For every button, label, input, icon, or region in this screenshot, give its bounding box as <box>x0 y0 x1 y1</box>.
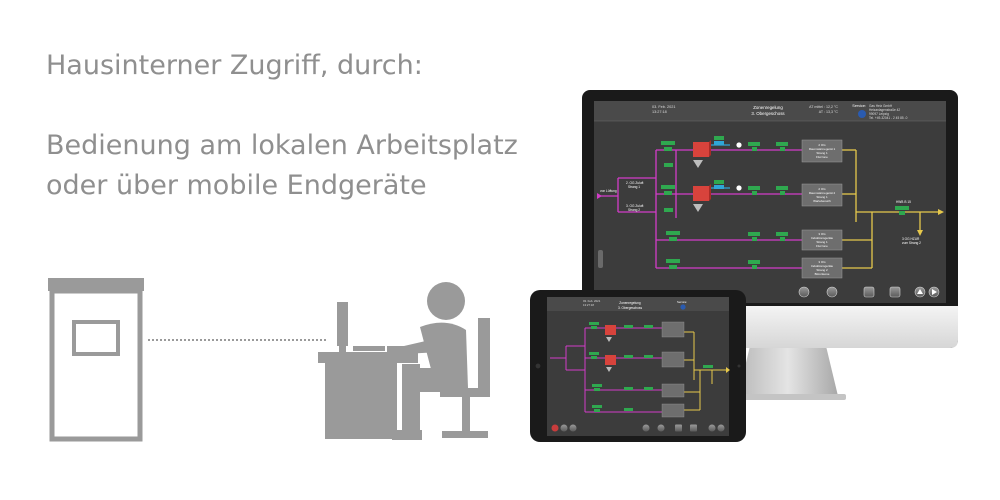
monitor-branch2-line1: 3. OG Zuluft <box>626 204 643 208</box>
company-logo-icon <box>858 110 866 118</box>
monitor-service-line2: Heizanlagenstraße 42 <box>869 108 900 112</box>
refresh-button[interactable] <box>798 286 810 298</box>
tablet-refresh-button[interactable] <box>642 424 650 432</box>
consumer-box-4[interactable]: 3 OG Induktionsgeräte Strang 2 Büroräume <box>801 257 843 279</box>
monitor-scada-screen: 03. Feb. 2021 13:27:18 Zonenregelung 3. … <box>594 101 946 303</box>
tablet-right-button[interactable] <box>717 424 725 432</box>
menu-button[interactable] <box>863 286 875 298</box>
tablet-stop-button[interactable] <box>657 424 665 432</box>
svg-text:3 OG: 3 OG <box>818 260 826 264</box>
monitor-outlet1: HWB B 15 <box>896 200 911 204</box>
tablet-bell-button[interactable] <box>560 424 568 432</box>
svg-text:Strang 1: Strang 1 <box>816 151 828 155</box>
svg-text:Flurzone: Flurzone <box>816 244 828 248</box>
outlet-arrow-icon <box>938 209 944 215</box>
svg-text:Induktionsgeräte: Induktionsgeräte <box>811 236 834 240</box>
monitor-inlet-label: von Lüftung <box>600 189 617 193</box>
monitor-outlet2-line2: zum Strang 2 <box>902 241 921 245</box>
control-cabinet-icon <box>48 278 144 442</box>
tablet-title: Zonenregelung <box>619 301 641 305</box>
monitor-service-label: Service: <box>852 104 866 108</box>
svg-text:Wartebereich: Wartebereich <box>813 199 831 203</box>
tablet-up-button[interactable] <box>708 424 716 432</box>
svg-text:3 OG: 3 OG <box>818 232 826 236</box>
tablet-scada-screen: 03. Feb. 2021 13:27:18 Zonenregelung 3. … <box>547 297 730 436</box>
monitor-service-line4: Tel. +49-32041 - 2 45 85 -0 <box>869 116 908 120</box>
svg-text:Flurzone: Flurzone <box>816 155 828 159</box>
monitor-service-line3: 99097 Leipzig <box>869 112 889 116</box>
svg-text:Strang 2: Strang 2 <box>816 268 828 272</box>
consumer-box-1[interactable]: 2 OG Raumwärmegerät 1 Strang 1 Flurzone <box>801 139 843 163</box>
monitor-outdoor-temp: AT : 13,3 °C <box>819 110 839 114</box>
monitor-outlet2-line1: 3 OG HZUR <box>902 237 920 241</box>
svg-text:Induktionsgeräte: Induktionsgeräte <box>811 264 834 268</box>
stop-button[interactable] <box>826 286 838 298</box>
tablet-alarm-button[interactable] <box>551 424 559 432</box>
monitor-title: Zonenregelung <box>753 105 783 110</box>
monitor-service-line1: Gas Heiz GmbH <box>869 104 893 108</box>
svg-text:Büroräume: Büroräume <box>815 272 830 276</box>
monitor-branch1-line1: 2. OG Zuluft <box>626 181 643 185</box>
person-at-desk-icon <box>318 282 490 440</box>
monitor-subtitle: 3. Obergeschoss <box>751 111 785 116</box>
outlet-arrow-2-icon <box>917 230 923 236</box>
info-2-icon[interactable] <box>736 185 742 191</box>
svg-text:Raumwärmegerät 2: Raumwärmegerät 2 <box>809 191 836 195</box>
monitor-branch1-line2: Strang 1 <box>628 185 640 189</box>
side-slider[interactable] <box>598 250 603 268</box>
monitor-date: 03. Feb. 2021 <box>652 105 675 109</box>
heading-local-workstation: Bedienung am lokalen Arbeitsplatz <box>46 130 518 161</box>
tablet-service-label: Service: <box>677 300 687 304</box>
monitor-branch2-line2: Strang 2 <box>628 208 640 212</box>
tablet-home-button[interactable] <box>569 424 577 432</box>
inlet-arrow-icon <box>597 193 602 199</box>
consumer-box-2[interactable]: 2 OG Raumwärmegerät 2 Strang 1 Wartebere… <box>801 183 843 207</box>
svg-text:2 OG: 2 OG <box>818 187 826 191</box>
svg-text:Strang 1: Strang 1 <box>816 240 828 244</box>
info-1-icon[interactable] <box>736 142 742 148</box>
heading-mobile-devices: oder über mobile Endgeräte <box>46 170 427 201</box>
page-button[interactable] <box>889 286 901 298</box>
tablet-time: 13:27:18 <box>583 303 594 307</box>
tablet-menu-button[interactable] <box>675 424 682 432</box>
monitor-time: 13:27:18 <box>652 110 667 114</box>
svg-text:Raumwärmegerät 1: Raumwärmegerät 1 <box>809 147 836 151</box>
heading-access-intro: Hausinterner Zugriff, durch: <box>46 50 423 81</box>
tablet-subtitle: 3. Obergeschoss <box>618 306 643 310</box>
tablet-logo-icon <box>680 304 686 310</box>
svg-text:Strang 1: Strang 1 <box>816 195 828 199</box>
monitor-outdoor-temp-avg: AT mittel : 12,2 °C <box>809 105 838 109</box>
valve-red-1-icon <box>693 140 711 168</box>
consumer-box-3[interactable]: 3 OG Induktionsgeräte Strang 1 Flurzone <box>801 229 843 251</box>
valve-red-2-icon <box>693 184 711 212</box>
svg-text:2 OG: 2 OG <box>818 143 826 147</box>
tablet-page-button[interactable] <box>690 424 697 432</box>
tablet-date: 03. Feb. 2021 <box>583 299 601 303</box>
